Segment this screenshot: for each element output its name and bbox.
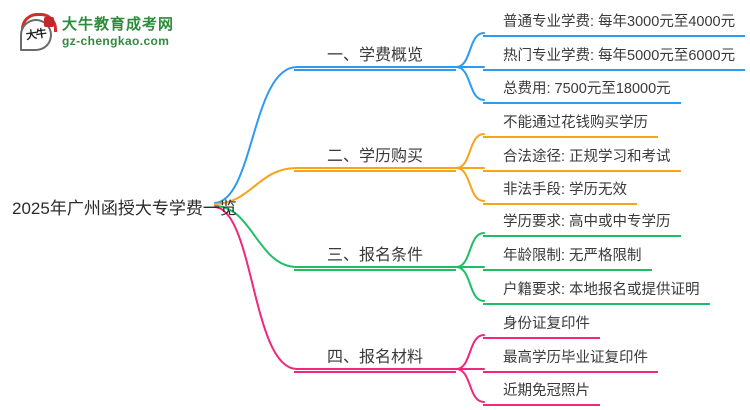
logo-speech-bubble-icon: 大牛 — [18, 11, 57, 53]
branch-4-fork-bottom — [455, 368, 485, 403]
leaf-node: 非法手段: 学历无效 — [483, 178, 638, 205]
leaf-node: 总费用: 7500元至18000元 — [483, 77, 681, 104]
site-url: gz-chengkao.com — [62, 34, 170, 48]
leaf-node: 年龄限制: 无严格限制 — [483, 244, 652, 271]
branch-node-registration-materials: 四、报名材料 — [294, 343, 456, 373]
leaf-node: 学历要求: 高中或中专学历 — [483, 210, 681, 237]
branch-3-lines — [214, 205, 485, 302]
branch-2-curve — [214, 167, 457, 205]
branch-3-curve — [214, 205, 457, 268]
branch-4-fork-top — [455, 334, 485, 370]
branch-1-curve — [214, 66, 457, 204]
leaf-node: 身份证复印件 — [483, 312, 600, 339]
branch-4-curve — [214, 206, 457, 370]
leaf-node: 户籍要求: 本地报名或提供证明 — [483, 278, 710, 305]
central-topic: 2025年广州函授大专学费一览 — [12, 199, 237, 218]
branch-3-fork-top — [455, 232, 485, 268]
branch-4-lines — [214, 206, 485, 403]
branch-2-fork-bottom — [455, 167, 485, 202]
branch-node-degree-purchase: 二、学历购买 — [294, 142, 456, 172]
branch-1-lines — [214, 32, 485, 204]
branch-1-fork-top — [455, 32, 485, 68]
logo-red-arc-icon — [21, 13, 57, 32]
leaf-node: 合法途径: 正规学习和考试 — [483, 145, 681, 172]
site-logo[interactable]: 大牛 大牛教育成考网 gz-chengkao.com — [18, 11, 174, 53]
branch-2-lines — [214, 133, 485, 205]
leaf-node: 普通专业学费: 每年3000元至4000元 — [483, 10, 746, 37]
leaf-node: 最高学历毕业证复印件 — [483, 346, 658, 373]
branch-3-fork-bottom — [455, 266, 485, 302]
site-name: 大牛教育成考网 — [62, 16, 175, 33]
branch-2-fork-top — [455, 133, 485, 169]
leaf-node: 近期免冠照片 — [483, 379, 600, 406]
branch-node-tuition-overview: 一、学费概览 — [294, 41, 456, 71]
leaf-node: 热门专业学费: 每年5000元至6000元 — [483, 44, 746, 71]
branch-node-registration-conditions: 三、报名条件 — [294, 241, 456, 271]
branch-1-fork-bottom — [455, 66, 485, 101]
leaf-node: 不能通过花钱购买学历 — [483, 111, 658, 138]
logo-seal-icon — [44, 17, 54, 27]
